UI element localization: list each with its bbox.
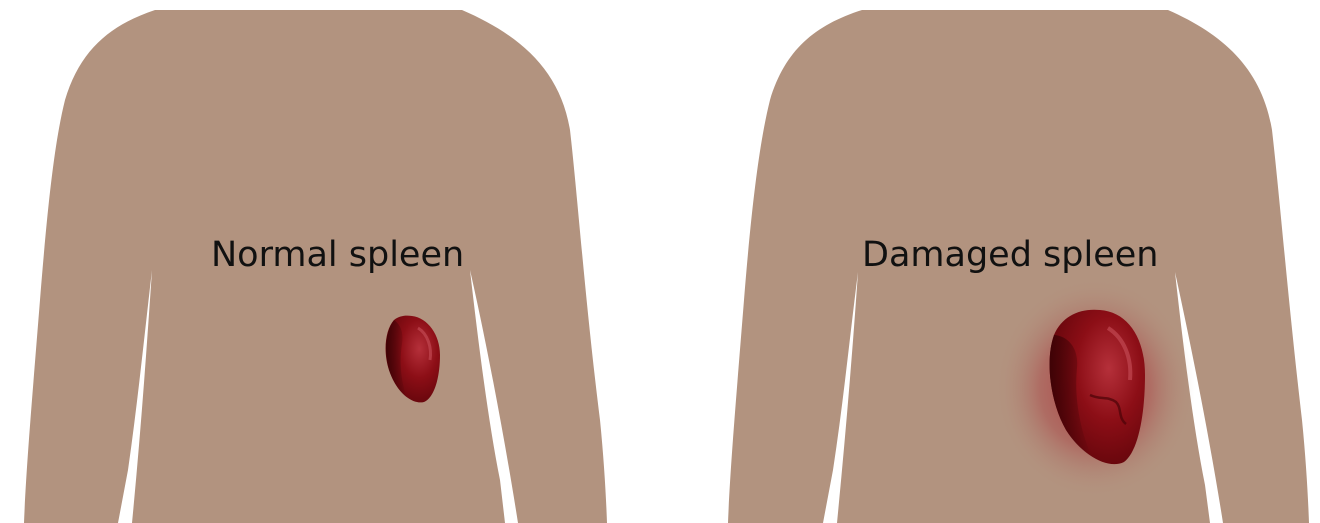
damaged-spleen-label: Damaged spleen — [862, 238, 1158, 273]
normal-spleen-label: Normal spleen — [211, 238, 464, 273]
